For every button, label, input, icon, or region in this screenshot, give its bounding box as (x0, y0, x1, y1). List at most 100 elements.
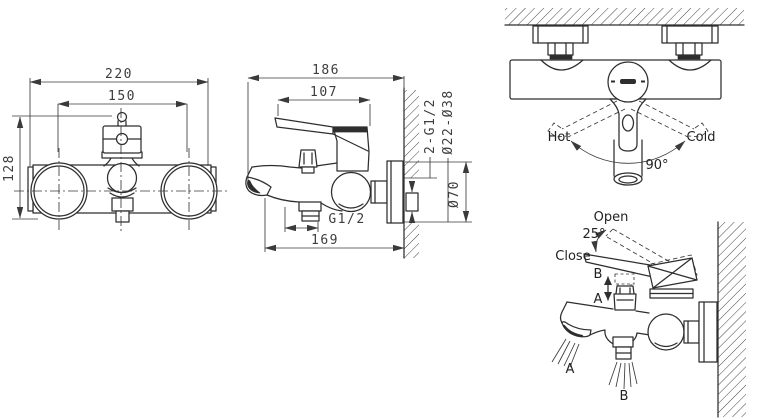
front-centerlines (14, 108, 228, 234)
mount-flange (532, 25, 589, 44)
dim-flange-diameter: Ø70 (447, 180, 462, 208)
open-label: Open (594, 210, 629, 225)
handle-pin (116, 111, 128, 123)
lift-arc (591, 229, 607, 253)
dim-overall-width: 220 (105, 67, 133, 82)
shower-outlet-upper (298, 201, 322, 212)
front-body (27, 111, 218, 223)
valve-body (330, 171, 372, 213)
front-view: 220 150 128 (2, 67, 228, 234)
ghost-lever-right (638, 100, 695, 130)
body-top-edge (251, 162, 338, 169)
cartridge-diagonal (652, 257, 693, 289)
mount-nut (675, 42, 703, 56)
mount-flange (661, 25, 719, 44)
logo-dash-left (611, 80, 615, 83)
logo-mark (620, 79, 636, 84)
valve-rim (338, 203, 364, 209)
mount-right (661, 25, 719, 60)
dim-spout-reach: 169 (311, 233, 339, 248)
label-eccentric-range: Ø22-Ø38 (441, 89, 456, 154)
wall-flange (386, 160, 404, 224)
spout-ball (106, 162, 138, 194)
side-dimensions: 186 107 G1/2 169 (247, 63, 405, 252)
spray-b (608, 361, 638, 390)
ghost-lever-left (567, 108, 626, 138)
diverter-push-label: A (594, 292, 603, 307)
swing-angle-label: 90° (645, 158, 668, 173)
connection-nut (370, 180, 388, 204)
diverter-knob (298, 149, 318, 168)
ghost-cartridge (650, 254, 698, 285)
cartridge-cap (332, 126, 368, 133)
ghost-lever-right (630, 108, 689, 138)
spray-a (551, 338, 580, 368)
mount-collar (677, 54, 701, 60)
operation-body (559, 253, 718, 363)
spout-front (559, 301, 568, 324)
outlet-lower (115, 210, 130, 223)
dim-hole-spacing: 150 (108, 89, 136, 104)
ghost-lever (612, 228, 673, 264)
spout-beak-shadow (247, 179, 261, 194)
side-wall (403, 87, 419, 259)
diverter-pull-label: B (594, 267, 603, 282)
lift-angle-label: 25° (582, 227, 605, 242)
top-view: Hot Cold 90° (504, 8, 745, 186)
cartridge-wedge (332, 133, 369, 152)
outlet-upper (111, 197, 134, 212)
ghost-lever-tip (605, 228, 614, 237)
knob-base (301, 166, 315, 174)
wall-hatch-upper (404, 90, 419, 178)
connection-nut (683, 320, 700, 344)
wall-flange (698, 301, 718, 363)
shower-outlet-label: B (620, 389, 629, 404)
diverter-knob (613, 285, 637, 311)
operation-view: Open 25° Close B A A B (551, 210, 746, 418)
spray-lines-spout (551, 338, 580, 368)
mount-collar (549, 54, 573, 60)
wall-hatch-lower (404, 221, 419, 258)
wall-hatch (718, 222, 746, 417)
spout-outlet-label: A (566, 362, 575, 377)
brand-logo (611, 79, 645, 84)
mount-nut (547, 42, 574, 56)
valve-body (647, 313, 685, 351)
label-inlet-thread: 2-G1/2 (423, 98, 438, 154)
knob-ghost (614, 273, 635, 285)
dim-outlet-thread: G1/2 (328, 212, 365, 227)
inlet-fitting (405, 192, 419, 212)
cold-label: Cold (687, 130, 716, 145)
dim-height: 128 (2, 154, 17, 182)
side-view: 186 107 G1/2 169 2-G1/2 Ø22-Ø38 Ø70 (245, 63, 472, 259)
dim-handle-reach: 107 (310, 85, 338, 100)
ceiling-wall-hatch (505, 8, 744, 25)
swing-arc (570, 140, 686, 164)
logo-dash-right (641, 80, 645, 83)
ghost-tip-left (547, 122, 568, 138)
diverter-knob-group (613, 273, 637, 311)
aerator-rings (107, 187, 137, 198)
ghost-lever-left (561, 100, 618, 130)
spout-beak-shadow (562, 324, 584, 338)
body-underside (266, 194, 343, 212)
valve-rim (654, 342, 678, 348)
mount-left (532, 25, 589, 60)
spray-lines-shower (608, 361, 638, 390)
lever-handle (274, 117, 334, 135)
handle-screw (115, 132, 129, 146)
body-top-edge (566, 301, 650, 314)
close-label: Close (555, 249, 590, 264)
side-body (245, 117, 404, 224)
dim-overall-depth: 186 (312, 63, 340, 78)
side-annotations: 2-G1/2 Ø22-Ø38 Ø70 (404, 89, 472, 223)
handle-swing-ghosts (547, 100, 709, 138)
hot-label: Hot (548, 130, 571, 145)
shower-outlet-upper (612, 336, 634, 348)
spout-opening (618, 175, 638, 184)
ghost-tip-right (688, 122, 709, 138)
handle-hole (621, 114, 635, 132)
mount-bosses (540, 59, 712, 71)
